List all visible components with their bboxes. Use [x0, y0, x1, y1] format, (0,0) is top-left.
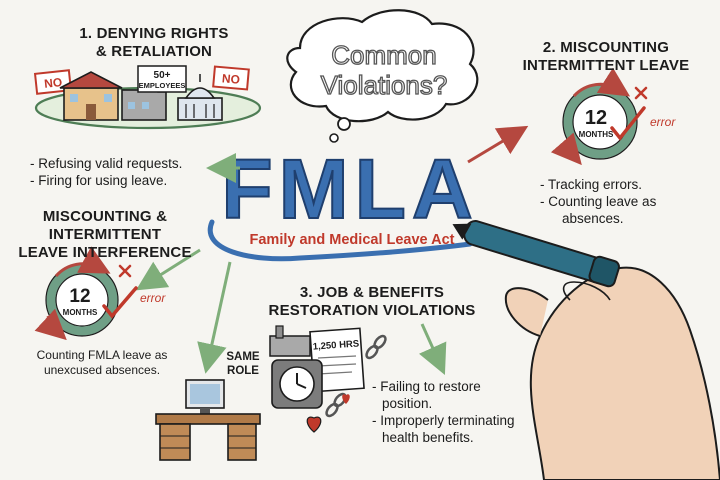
- fmla-centerpiece: FMLA Family and Medical Leave Act: [207, 141, 478, 262]
- section-1-bullet-2: - Firing for using leave.: [30, 173, 168, 188]
- section-3-bullet-2: - Improperly terminating: [372, 413, 515, 428]
- employees-sign-line-2: EMPLOYEES: [139, 81, 186, 90]
- arrow-to-section-3-bullets: [418, 323, 447, 375]
- section-3-factory-icon: [269, 335, 311, 357]
- left-x-icon: [118, 264, 132, 278]
- section-3-heading-line-1: 3. JOB & BENEFITS: [299, 284, 445, 301]
- left-section-caption: Counting FMLA leave as unexcused absence…: [12, 348, 192, 378]
- section-2-clock: 12 MONTHS error: [550, 67, 676, 166]
- fmla-swoosh: [207, 219, 473, 262]
- section-1-bullet-1: - Refusing valid requests.: [30, 156, 183, 171]
- section-3-heading: 3. JOB & BENEFITS RESTORATION VIOLATIONS: [252, 284, 492, 320]
- same-role-label-line-2: ROLE: [227, 365, 259, 377]
- desk-computer-icon: [155, 379, 261, 461]
- left-section-caption-line-1: Counting FMLA leave as: [36, 348, 168, 362]
- thought-bubble: Common Violations?: [286, 9, 479, 143]
- section-2-bullet-2-continued: absences.: [562, 211, 624, 226]
- same-role-label: SAME ROLE: [218, 350, 268, 378]
- section-3-bullet-1-continued: position.: [382, 396, 433, 411]
- section-2-heading: 2. MISCOUNTING INTERMITTENT LEAVE: [506, 39, 706, 75]
- section-1-heading-line-2: & RETALIATION: [95, 43, 213, 60]
- no-sign-right-label: NO: [221, 71, 240, 87]
- section-2-x-icon: [634, 86, 648, 100]
- heart-icon: [342, 394, 350, 404]
- hand-holding-marker: [452, 220, 720, 480]
- fmla-title: FMLA: [221, 142, 478, 236]
- left-section-heading-line-1: MISCOUNTING &: [42, 208, 168, 225]
- section-3-bullets: - Failing to restore position. - Imprope…: [372, 378, 515, 446]
- section-3-bullet-2-continued: health benefits.: [382, 430, 474, 445]
- thought-bubble-line-2: Violations?: [321, 70, 448, 100]
- hours-label: 1,250 HRS: [312, 338, 359, 352]
- no-sign-right: [212, 65, 250, 91]
- section-2-heading-line-1: 2. MISCOUNTING: [542, 39, 670, 56]
- school-building-icon: [59, 71, 123, 121]
- same-role-label-line-1: SAME: [226, 351, 260, 363]
- left-clock-number: 12: [69, 286, 90, 307]
- section-1-heading-line-1: 1. DENYING RIGHTS: [79, 25, 229, 42]
- arrow-to-desk: [197, 261, 232, 374]
- left-error-label: error: [140, 291, 166, 305]
- connector-arrows: [135, 125, 529, 375]
- left-section-heading-line-3: LEAVE INTERFERENCE: [18, 244, 192, 261]
- section-2-check-icon: [610, 106, 646, 141]
- section-2-bullet-1: - Tracking errors.: [540, 177, 643, 192]
- fmla-subtitle: Family and Medical Leave Act: [250, 232, 455, 248]
- section-2-bullet-2: - Counting leave as: [540, 194, 657, 209]
- capitol-building-icon: [177, 74, 223, 121]
- section-1-bullets: - Refusing valid requests. - Firing for …: [30, 155, 182, 189]
- left-section-heading-line-2: INTERMITTENT: [48, 226, 162, 243]
- section-3-illustration: 1,250 HRS: [269, 325, 387, 433]
- employees-sign-line-1: 50+: [154, 70, 171, 81]
- section-2-clock-number: 12: [585, 107, 607, 129]
- section-1-illustration: NO 50+ EMPLOYEES: [33, 65, 262, 130]
- employees-sign: [137, 65, 187, 93]
- left-clock-unit: MONTHS: [63, 308, 98, 317]
- section-2-error-label: error: [650, 115, 676, 129]
- arrow-to-left-section: [135, 248, 201, 291]
- section-1-heading: 1. DENYING RIGHTS & RETALIATION: [34, 25, 274, 61]
- arrow-to-section-2: [467, 125, 529, 164]
- left-section-heading: MISCOUNTING & INTERMITTENT LEAVE INTERFE…: [10, 208, 200, 262]
- left-section-clock: 12 MONTHS error: [34, 246, 166, 341]
- section-3-heading-line-2: RESTORATION VIOLATIONS: [268, 302, 476, 319]
- section-2-heading-line-2: INTERMITTENT LEAVE: [522, 57, 690, 74]
- broken-heart-icon: [306, 416, 322, 433]
- section-2-bullets: - Tracking errors. - Counting leave as a…: [540, 176, 656, 227]
- thought-bubble-line-1: Common: [331, 40, 436, 70]
- section-2-clock-unit: MONTHS: [579, 130, 614, 139]
- left-section-caption-line-2: unexcused absences.: [43, 363, 161, 377]
- section-3-bullet-1: - Failing to restore: [372, 379, 481, 394]
- no-sign-left-label: NO: [43, 75, 62, 91]
- left-check-icon: [102, 286, 138, 319]
